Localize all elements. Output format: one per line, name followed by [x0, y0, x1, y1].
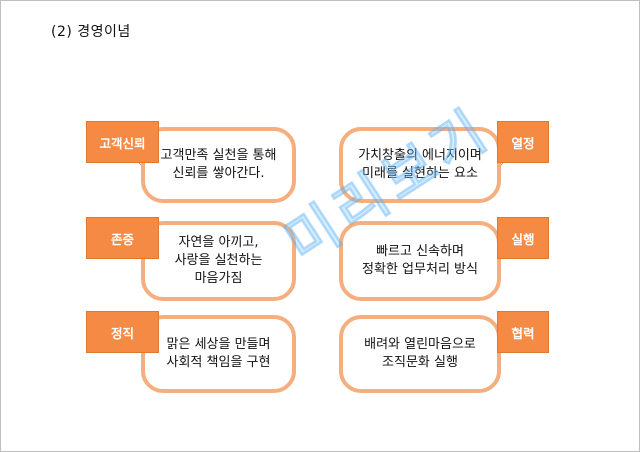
tag-label: 열정	[511, 135, 535, 151]
principle-tag-cooperation: 협력	[497, 311, 549, 353]
principle-tag-honesty: 정직	[86, 311, 159, 353]
principle-tag-passion: 열정	[497, 121, 549, 163]
principle-card-execution: 빠르고 신속하며 정확한 업무처리 방식	[339, 221, 501, 301]
principle-text: 배려와 열린마음으로 조직문화 실행	[364, 337, 476, 370]
principle-card-honesty: 맑은 세상을 만들며 사회적 책임을 구현	[141, 315, 296, 393]
tag-label: 존중	[110, 231, 134, 247]
page-title: (2) 경영이념	[51, 24, 131, 40]
tag-label: 고객신뢰	[99, 135, 146, 151]
principle-card-cooperation: 배려와 열린마음으로 조직문화 실행	[339, 315, 501, 393]
principle-tag-respect: 존중	[86, 217, 159, 259]
principle-card-respect: 자연을 아끼고, 사랑을 실천하는 마음가짐	[141, 221, 296, 301]
principle-text: 빠르고 신속하며 정확한 업무처리 방식	[362, 244, 478, 277]
principle-card-passion: 가치창출의 에너지이며 미래를 실현하는 요소	[339, 127, 501, 203]
principle-text: 고객만족 실천을 통해 신뢰를 쌓아간다.	[160, 148, 277, 181]
principle-text: 자연을 아끼고, 사랑을 실천하는 마음가짐	[174, 235, 263, 286]
principle-text: 가치창출의 에너지이며 미래를 실현하는 요소	[358, 148, 482, 181]
tag-label: 실행	[511, 231, 535, 247]
tag-label: 협력	[511, 325, 535, 341]
principle-text: 맑은 세상을 만들며 사회적 책임을 구현	[166, 337, 271, 370]
tag-label: 정직	[110, 325, 134, 341]
principle-tag-execution: 실행	[497, 217, 549, 259]
principle-card-customer-trust: 고객만족 실천을 통해 신뢰를 쌓아간다.	[141, 127, 296, 203]
principle-tag-customer-trust: 고객신뢰	[86, 121, 159, 163]
